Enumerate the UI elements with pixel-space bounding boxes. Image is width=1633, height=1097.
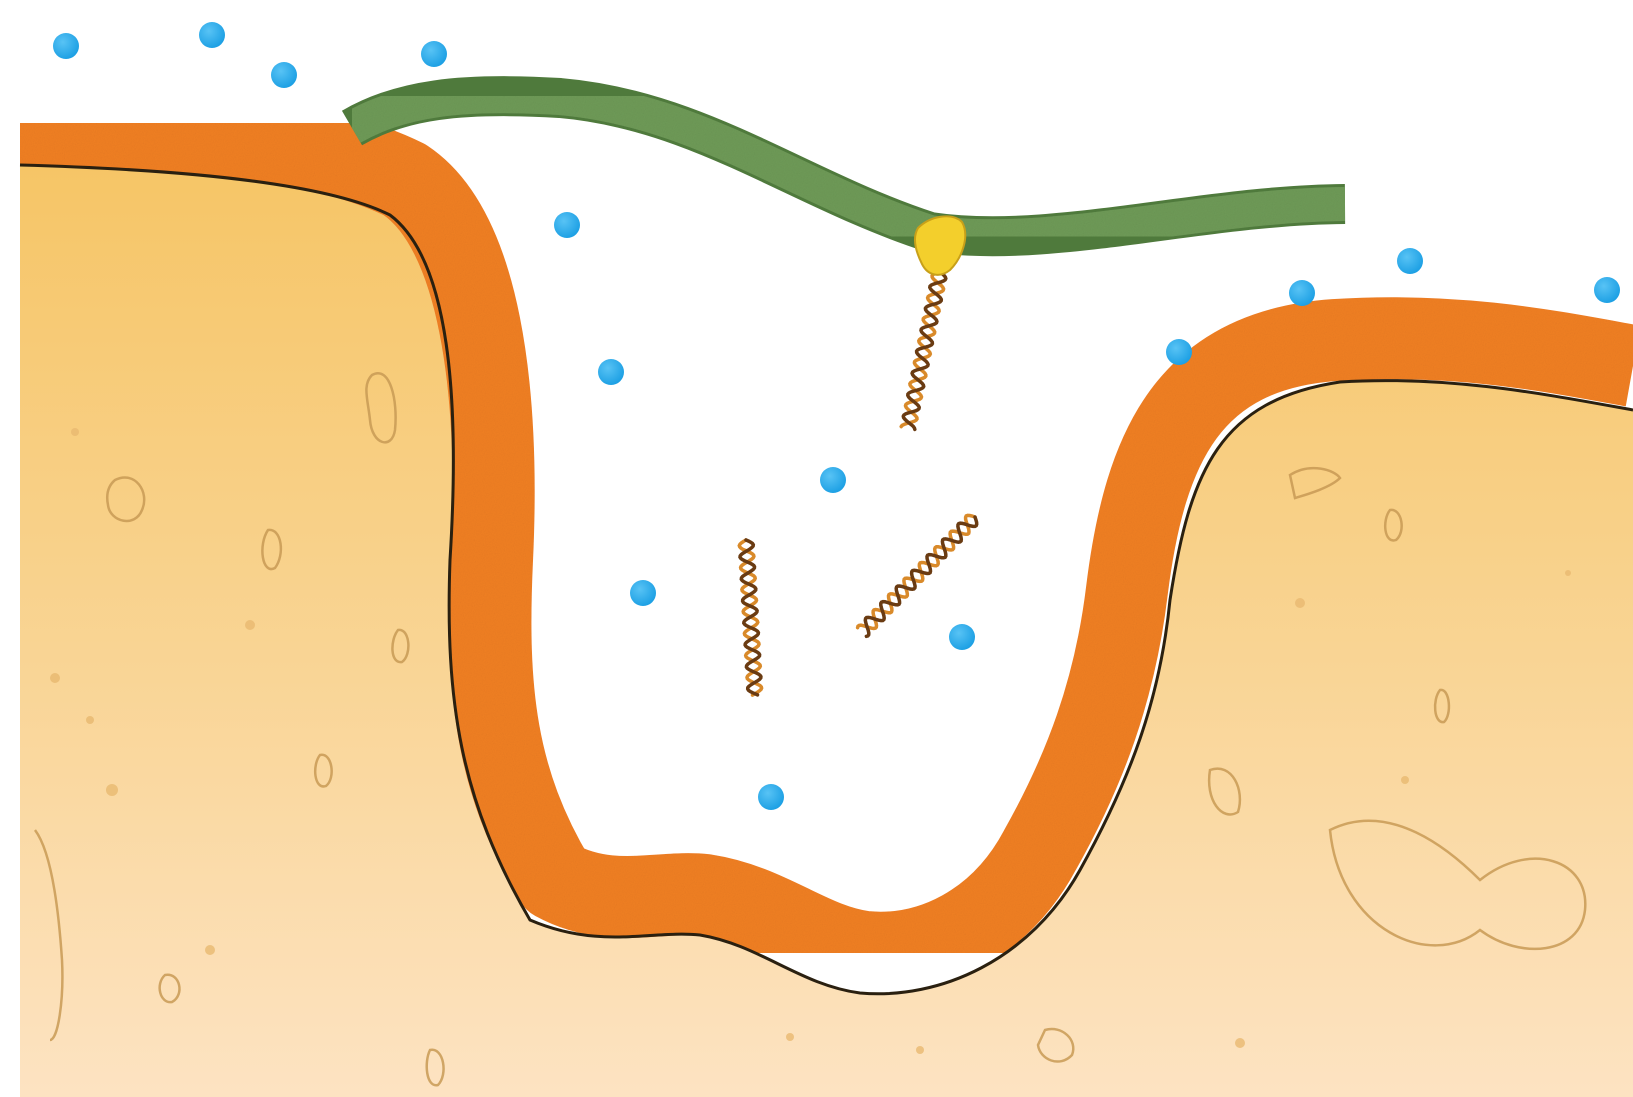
molecule-particle <box>53 33 79 59</box>
molecule-particle <box>554 212 580 238</box>
molecule-particle <box>630 580 656 606</box>
molecule-particle <box>758 784 784 810</box>
molecule-particle <box>949 624 975 650</box>
free-helix <box>739 540 761 695</box>
free-helix <box>858 515 977 636</box>
filament-layer <box>352 96 1345 236</box>
molecule-particle <box>598 359 624 385</box>
molecule-particle <box>1289 280 1315 306</box>
molecule-particle <box>199 22 225 48</box>
molecule-particle <box>271 62 297 88</box>
helix-layer <box>739 272 976 695</box>
molecule-particle <box>1397 248 1423 274</box>
actin-filament <box>352 96 1345 236</box>
motor-protein <box>915 216 965 274</box>
attached-helix <box>901 272 946 429</box>
molecule-particle <box>1594 277 1620 303</box>
molecule-particle <box>421 41 447 67</box>
molecule-particle <box>820 467 846 493</box>
molecule-particle <box>1166 339 1192 365</box>
